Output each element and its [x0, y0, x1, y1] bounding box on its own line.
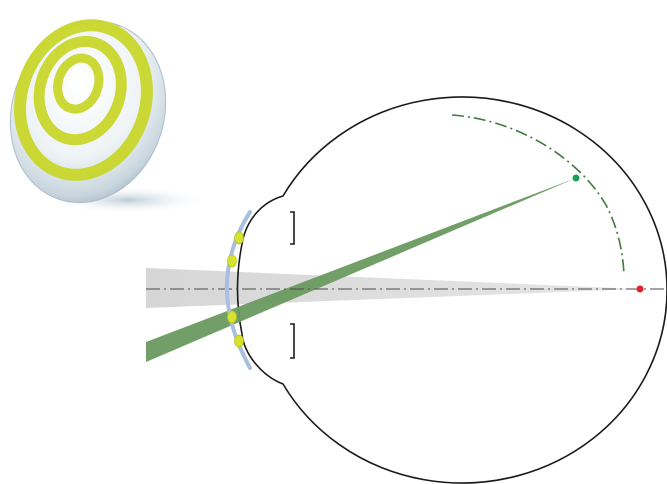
iris-upper — [290, 212, 294, 244]
iris-lower — [290, 324, 294, 358]
multifocal-contact-lens-icon — [0, 1, 208, 223]
peripheral-focus-point — [573, 175, 580, 182]
on-axis-light-beam — [146, 268, 640, 308]
central-focus-point — [637, 286, 644, 293]
off-axis-light-beam — [146, 178, 576, 362]
peripheral-focal-arc — [452, 115, 624, 275]
